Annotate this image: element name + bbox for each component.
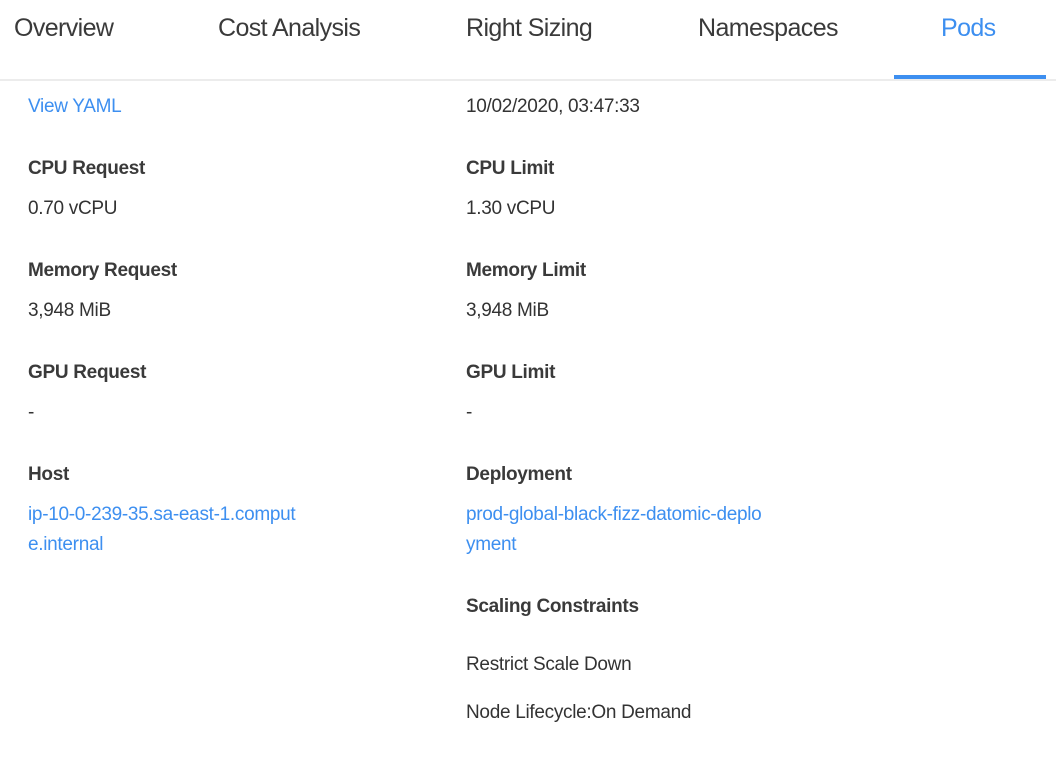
deployment-link-line1[interactable]: prod-global-black-fizz-datomic-deplo: [466, 504, 762, 525]
memory-request-value: 3,948 MiB: [28, 300, 111, 321]
gpu-limit-value: -: [466, 402, 473, 423]
gpu-request-value: -: [28, 402, 35, 423]
tab-bar: Overview Cost Analysis Right Sizing Name…: [0, 0, 1056, 81]
cpu-limit-label: CPU Limit: [466, 158, 555, 179]
gpu-request-label: GPU Request: [28, 362, 147, 383]
tab-right-sizing[interactable]: Right Sizing: [466, 14, 593, 42]
cpu-request-label: CPU Request: [28, 158, 146, 179]
timestamp: 10/02/2020, 03:47:33: [466, 96, 640, 117]
memory-limit-label: Memory Limit: [466, 260, 586, 281]
view-yaml-link[interactable]: View YAML: [28, 96, 122, 117]
memory-limit-value: 3,948 MiB: [466, 300, 549, 321]
scaling-constraints-label: Scaling Constraints: [466, 596, 639, 617]
tab-overview[interactable]: Overview: [14, 14, 114, 42]
deployment-label: Deployment: [466, 464, 572, 485]
scaling-constraint-item: Node Lifecycle:On Demand: [466, 702, 692, 723]
tab-namespaces[interactable]: Namespaces: [698, 14, 839, 42]
cpu-request-value: 0.70 vCPU: [28, 198, 118, 219]
host-link-line1[interactable]: ip-10-0-239-35.sa-east-1.comput: [28, 504, 296, 525]
host-label: Host: [28, 464, 70, 485]
memory-request-label: Memory Request: [28, 260, 177, 281]
scaling-constraint-item: Restrict Scale Down: [466, 654, 632, 675]
gpu-limit-label: GPU Limit: [466, 362, 556, 383]
active-tab-indicator: [894, 75, 1046, 79]
tab-pods[interactable]: Pods: [941, 14, 996, 42]
cpu-limit-value: 1.30 vCPU: [466, 198, 556, 219]
deployment-link-line2[interactable]: yment: [466, 534, 517, 555]
tab-cost-analysis[interactable]: Cost Analysis: [218, 14, 361, 42]
host-link-line2[interactable]: e.internal: [28, 534, 104, 555]
